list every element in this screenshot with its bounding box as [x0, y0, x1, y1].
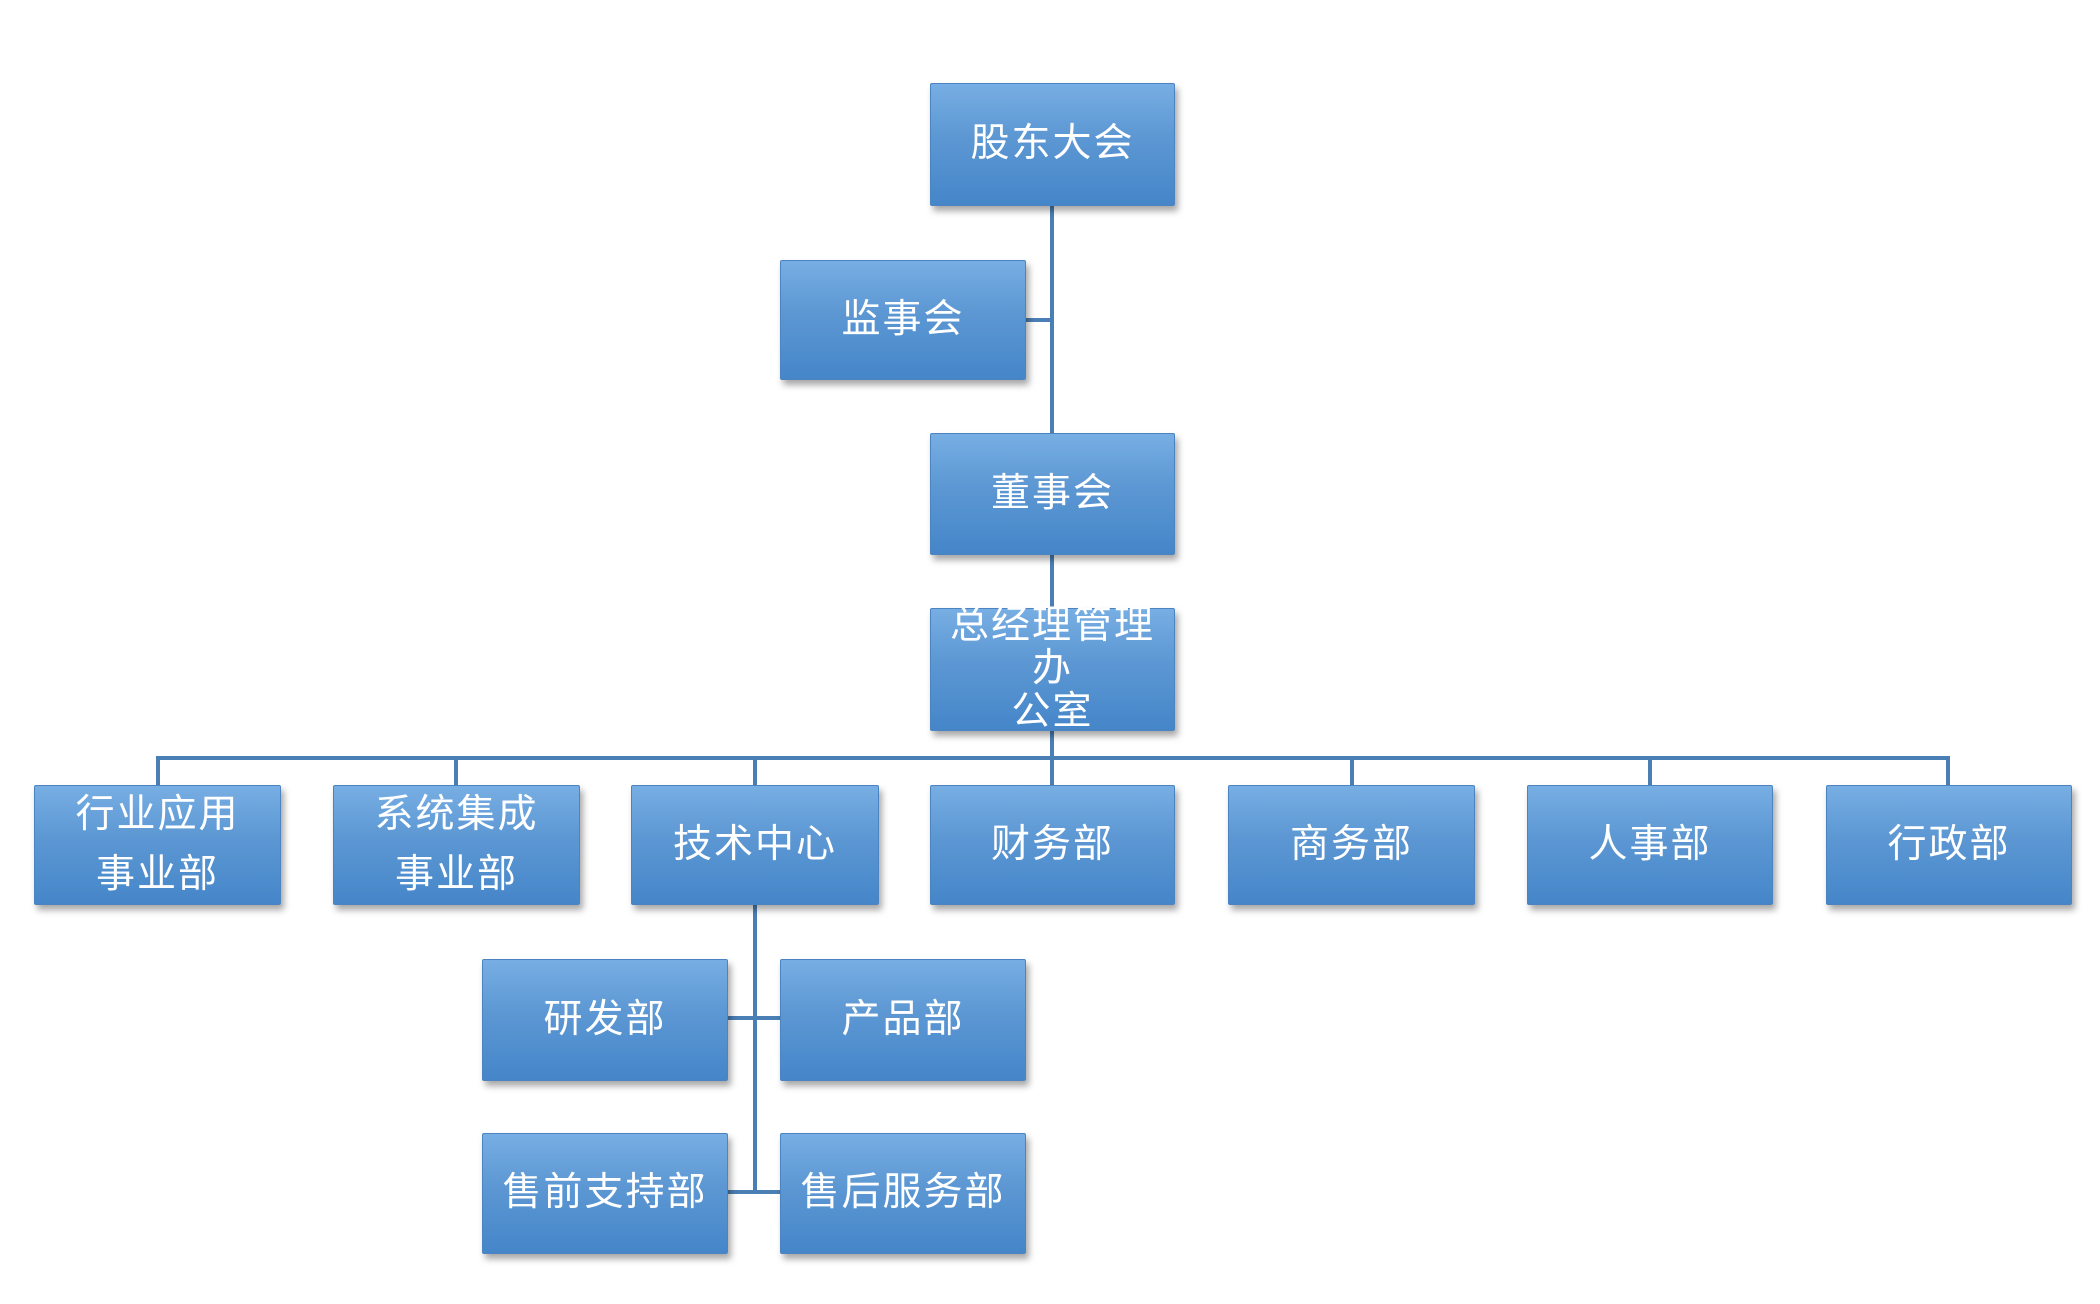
node-tech-center: 技术中心: [631, 785, 879, 905]
node-hr-dept: 人事部: [1527, 785, 1773, 905]
node-board-of-supervisors: 监事会: [780, 260, 1026, 380]
node-shareholders-meeting: 股东大会: [930, 83, 1175, 206]
node-system-integration-bu: 系统集成 事业部: [333, 785, 580, 905]
node-gm-office: 总经理管理办 公室: [930, 604, 1175, 733]
node-industry-application-bu: 行业应用 事业部: [34, 785, 281, 905]
node-board-of-directors: 董事会: [930, 433, 1175, 555]
node-aftersales-service-dept: 售后服务部: [780, 1133, 1026, 1254]
node-product-dept: 产品部: [780, 959, 1026, 1081]
node-rnd-dept: 研发部: [482, 959, 728, 1081]
node-commerce-dept: 商务部: [1228, 785, 1475, 905]
node-presales-support-dept: 售前支持部: [482, 1133, 728, 1254]
node-admin-dept: 行政部: [1826, 785, 2072, 905]
node-finance-dept: 财务部: [930, 785, 1175, 905]
